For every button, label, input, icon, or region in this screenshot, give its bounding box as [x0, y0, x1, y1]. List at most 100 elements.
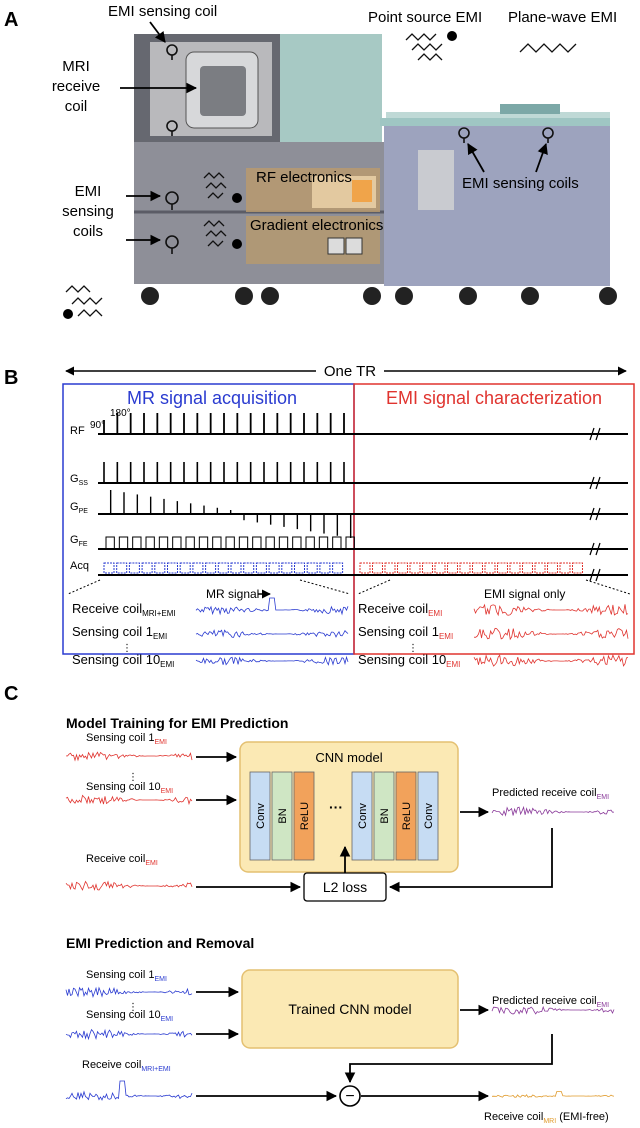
label-sensing-coil-1: Sensing coil 1EMI	[72, 624, 167, 641]
acq-window-emi	[434, 562, 446, 574]
gfe-lobe	[198, 536, 209, 550]
gfe-lobe	[252, 536, 262, 550]
acq-window-emi	[484, 562, 496, 574]
trace-receive-emi	[473, 603, 629, 617]
acq-window-mr	[179, 562, 191, 574]
gfe-lobe	[185, 536, 195, 550]
label-180-deg: 180°	[110, 408, 131, 419]
gfe-lobe	[118, 536, 129, 550]
label-rem-predicted-receive-coil: Predicted receive coilEMI	[492, 995, 609, 1009]
plane-wave	[519, 43, 577, 53]
cnn-layer-label: BN	[379, 808, 391, 823]
gfe-lobe	[305, 536, 315, 550]
panel-b: B One TR MR signal acquisition EMI signa…	[4, 360, 635, 669]
trace-train-sensing-1	[65, 751, 193, 762]
acq-window-mr	[205, 562, 217, 574]
label-mri-receive-coil-2: receive	[52, 78, 100, 95]
cnn-layer-relu	[395, 771, 417, 861]
point-source-dot	[447, 31, 457, 41]
acq-window-emi	[397, 562, 408, 574]
trained-cnn-box	[241, 969, 459, 1049]
acq-window-mr	[319, 562, 331, 574]
label-mri-receive-coil-3: coil	[65, 98, 88, 115]
acq-window-mr	[306, 562, 318, 574]
panel-b-letter: B	[4, 367, 18, 389]
label-mri-receive-coil-1: MRI	[62, 58, 90, 75]
title-emi-signal-characterization: EMI signal characterization	[386, 388, 602, 408]
label-predicted-receive-coil: Predicted receive coilEMI	[492, 787, 609, 801]
coil-icons	[165, 44, 554, 254]
acq-window-mr	[230, 562, 242, 574]
label-one-tr: One TR	[324, 363, 376, 380]
layer-ellipsis: ···	[329, 799, 343, 815]
acq-window-emi	[547, 562, 558, 574]
subtraction-node	[339, 1085, 361, 1107]
signal-traces	[65, 597, 629, 1101]
trace-sensing-10-emi	[473, 653, 629, 667]
trace-sensing-10	[195, 655, 349, 666]
acq-window-emi	[572, 562, 583, 574]
gfe-lobe	[132, 536, 142, 550]
gfe-lobe	[292, 536, 302, 550]
trace-train-receive	[65, 880, 193, 891]
label-acq: Acq	[70, 560, 89, 572]
gfe-lobe	[265, 536, 275, 550]
point-sources	[63, 31, 457, 319]
coil-icon	[542, 127, 554, 143]
label-gpe: GPE	[70, 501, 88, 515]
trace-receive-mri-emi	[195, 597, 349, 616]
acq-window-emi	[384, 562, 396, 574]
label-emi-signal-only: EMI signal only	[484, 587, 565, 601]
gfe-lobe	[212, 536, 222, 550]
coil-icon	[165, 235, 179, 254]
panel-a-letter: A	[4, 9, 18, 31]
acq-window-mr	[103, 562, 115, 574]
acq-window-mr	[217, 562, 229, 574]
gfe-lobe	[172, 536, 182, 550]
gfe-lobe	[238, 536, 249, 550]
gfe-lobe	[318, 536, 329, 550]
label-emi-sensing-coils-2: sensing	[62, 203, 114, 220]
scanner-table-base	[384, 124, 610, 286]
training-arrows	[196, 751, 553, 893]
label-90-deg: 90°	[90, 420, 105, 431]
label-l2-loss: L2 loss	[323, 879, 367, 895]
label-train-sensing-coil-1: Sensing coil 1EMI	[86, 732, 167, 746]
gfe-lobe	[145, 536, 155, 550]
gradient-noise-wave	[203, 220, 227, 247]
cnn-layer-conv	[417, 771, 439, 861]
trace-rem-predicted	[491, 1005, 615, 1015]
label-rem-sensing-coil-10: Sensing coil 10EMI	[86, 1009, 173, 1023]
title-emi-prediction-removal: EMI Prediction and Removal	[66, 935, 254, 951]
acq-window-emi	[372, 562, 383, 574]
vdots: ⋮	[128, 1002, 138, 1013]
label-train-receive-coil: Receive coilEMI	[86, 853, 158, 867]
point-source-dot	[232, 193, 242, 203]
external-noise-wave	[65, 285, 103, 317]
trace-emi-free	[491, 1091, 615, 1098]
cnn-layer-conv	[351, 771, 373, 861]
gfe-lobe	[278, 536, 289, 550]
acq-window-mr	[243, 562, 255, 574]
label-sensing-coil-1-right: Sensing coil 1EMI	[358, 624, 453, 641]
label-rf-electronics: RF electronics	[256, 169, 352, 186]
title-mr-signal-acquisition: MR signal acquisition	[127, 388, 297, 408]
zoom-dotted-lines	[67, 579, 631, 595]
axis-break-marks	[589, 427, 601, 582]
label-emi-sensing-coils-right: EMI sensing coils	[462, 175, 579, 192]
label-rf: RF	[70, 425, 85, 437]
acq-window-emi	[497, 562, 508, 574]
label-emi-sensing-coils-1: EMI	[75, 183, 102, 200]
acq-window-mr	[192, 562, 204, 574]
label-point-source-emi: Point source EMI	[368, 9, 482, 26]
pulse-sequence	[103, 413, 583, 574]
label-gradient-electronics: Gradient electronics	[250, 217, 383, 234]
receive-coil-body	[200, 66, 246, 116]
acq-window-emi	[422, 562, 433, 574]
coil-icon	[166, 44, 178, 60]
label-cnn-model: CNN model	[315, 750, 382, 765]
label-mr-signal: MR signal	[206, 587, 259, 601]
coil-icon	[166, 120, 178, 136]
coil-icon	[458, 127, 470, 143]
